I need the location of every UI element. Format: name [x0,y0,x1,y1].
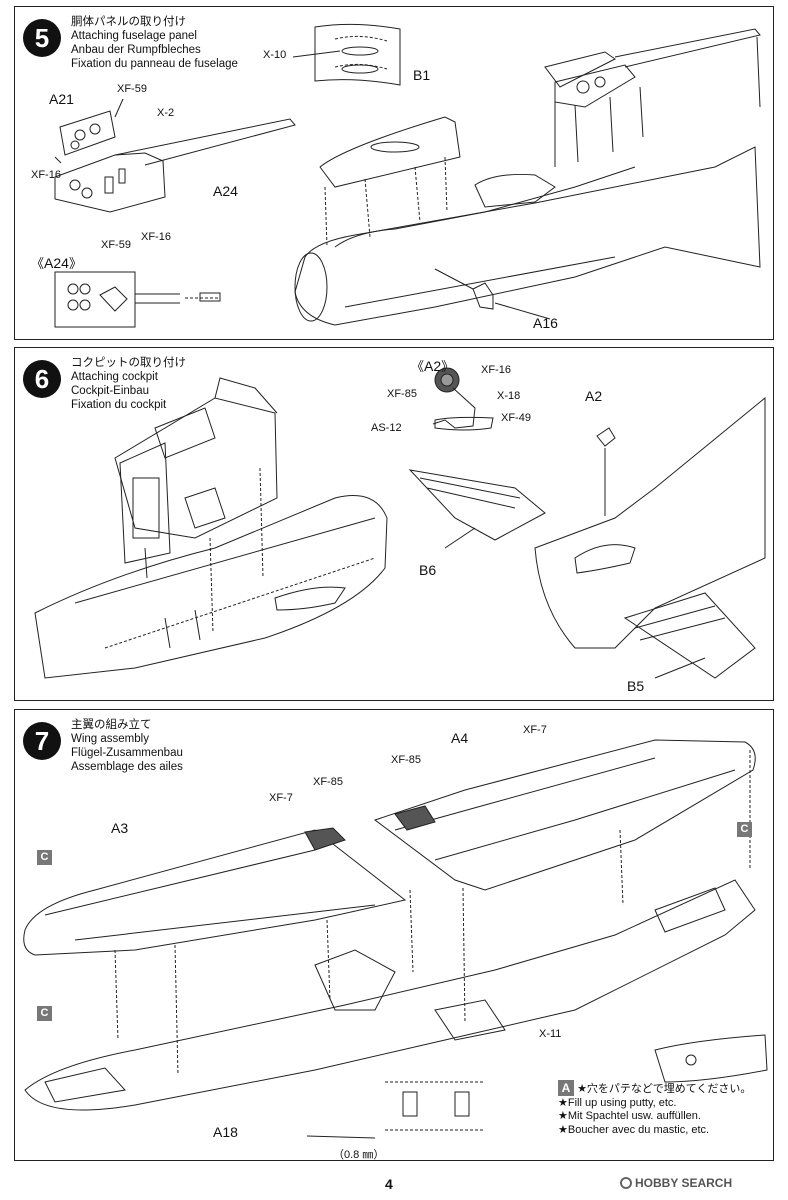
callout-a16: A16 [533,315,558,331]
note-ja: ★穴をパテなどで埋めてください。 [577,1083,752,1095]
title-en: Attaching fuselage panel [71,30,197,42]
callout-xf7-left: XF-7 [269,792,293,804]
callout-xf16: XF-16 [481,364,511,376]
callout-xf85-mid: XF-85 [391,754,421,766]
callout-xf59-bottom: XF-59 [101,239,131,251]
callout-xf85: XF-85 [387,388,417,400]
note-en: ★Fill up using putty, etc. [558,1096,677,1109]
callout-xf7-right: XF-7 [523,724,547,736]
step-number: 6 [23,360,61,398]
drill-size-label: （0.8 ㎜） [333,1149,385,1161]
step-title: 胴体パネルの取り付け Attaching fuselage panel Anba… [71,15,238,71]
title-de: Flügel-Zusammenbau [71,747,183,759]
title-de: Cockpit-Einbau [71,385,149,397]
step-6-panel: 6 コクピットの取り付け Attaching cockpit Cockpit-E… [14,347,774,701]
callout-xf85-left: XF-85 [313,776,343,788]
step-title: コクピットの取り付け Attaching cockpit Cockpit-Ein… [71,356,186,412]
callout-x10: X-10 [263,49,287,61]
callout-xf49: XF-49 [501,412,531,424]
callout-a4: A4 [451,730,469,746]
title-ja: コクピットの取り付け [71,357,186,369]
cockpit-drawing [34,367,766,679]
step-number: 5 [23,19,61,57]
callout-a3: A3 [111,820,129,836]
callout-x11: X-11 [539,1028,562,1040]
page-number: 4 [385,1176,393,1192]
callout-b5: B5 [627,678,645,694]
callout-a21: A21 [49,91,74,107]
watermark-logo-icon [620,1177,632,1189]
step-title: 主翼の組み立て Wing assembly Flügel-Zusammenbau… [71,718,183,774]
callout-x2: X-2 [157,107,175,119]
fuselage-panel-drawing [54,23,761,328]
title-fr: Fixation du panneau de fuselage [71,58,238,70]
callout-b1: B1 [413,67,431,83]
callout-x18: X-18 [497,390,521,402]
note-de: ★Mit Spachtel usw. auffüllen. [558,1110,701,1122]
callout-as12: AS-12 [371,422,402,434]
watermark: HOBBY SEARCH [620,1176,732,1190]
putty-note: A ★穴をパテなどで埋めてください。 ★Fill up using putty,… [558,1080,751,1137]
callout-b6: B6 [419,562,437,578]
title-fr: Fixation du cockpit [71,399,167,411]
title-fr: Assemblage des ailes [71,761,183,773]
callout-xf59-top: XF-59 [117,83,147,95]
step-7-panel: 7 主翼の組み立て Wing assembly Flügel-Zusammenb… [14,709,774,1161]
title-de: Anbau der Rumpfbleches [71,44,201,56]
callout-a24: A24 [213,183,238,199]
decal-tag-c-top: C [37,850,52,865]
title-en: Wing assembly [71,733,149,745]
callout-xf16-bottom: XF-16 [141,231,171,243]
callout-a2: A2 [585,388,603,404]
note-fr: ★Boucher avec du mastic, etc. [558,1123,710,1136]
step-number: 7 [23,722,61,760]
note-letter-badge: A [558,1080,574,1096]
step-5-panel: 5 胴体パネルの取り付け Attaching fuselage panel An… [14,6,774,340]
detail-a2: 《A2》 [411,358,455,374]
title-en: Attaching cockpit [71,371,158,383]
title-ja: 主翼の組み立て [71,719,152,731]
decal-tag-c-bottom: C [37,1006,52,1021]
callout-a18: A18 [213,1124,238,1140]
decal-tag-c-right: C [737,822,752,837]
callout-xf16-left: XF-16 [31,169,61,181]
title-ja: 胴体パネルの取り付け [71,16,186,28]
detail-a24: 《A24》 [31,255,82,271]
wing-assembly-drawing [23,739,768,1139]
